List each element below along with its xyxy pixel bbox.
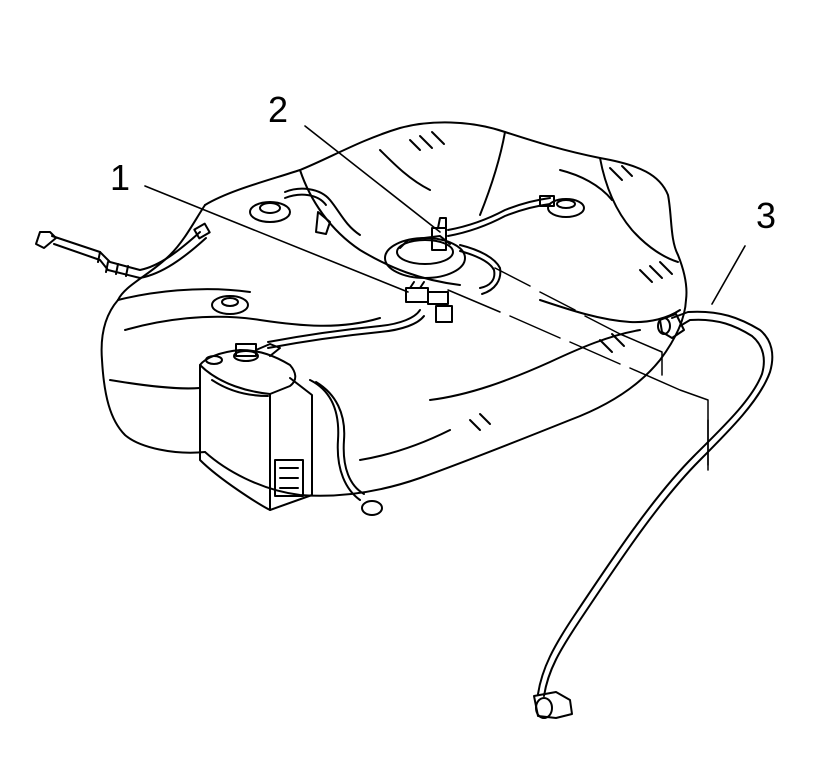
vent-lines	[267, 187, 555, 349]
leader-lines	[144, 125, 746, 305]
canister-line	[309, 379, 383, 516]
callout-number-1: 1	[110, 157, 130, 198]
assembly-lines	[447, 267, 709, 471]
evap-canister	[199, 343, 313, 511]
vent-pipe-3	[533, 310, 774, 719]
connector-1	[405, 281, 453, 323]
leader-line-3	[711, 245, 746, 305]
callout-number-3: 3	[756, 195, 776, 236]
fuel-tank-outline	[100, 121, 688, 497]
fuel-feed-line	[35, 222, 211, 279]
callout-number-2: 2	[268, 89, 288, 130]
leader-line-2	[304, 125, 441, 233]
fuel-pump-module	[384, 217, 466, 279]
leader-line-1	[144, 185, 409, 293]
